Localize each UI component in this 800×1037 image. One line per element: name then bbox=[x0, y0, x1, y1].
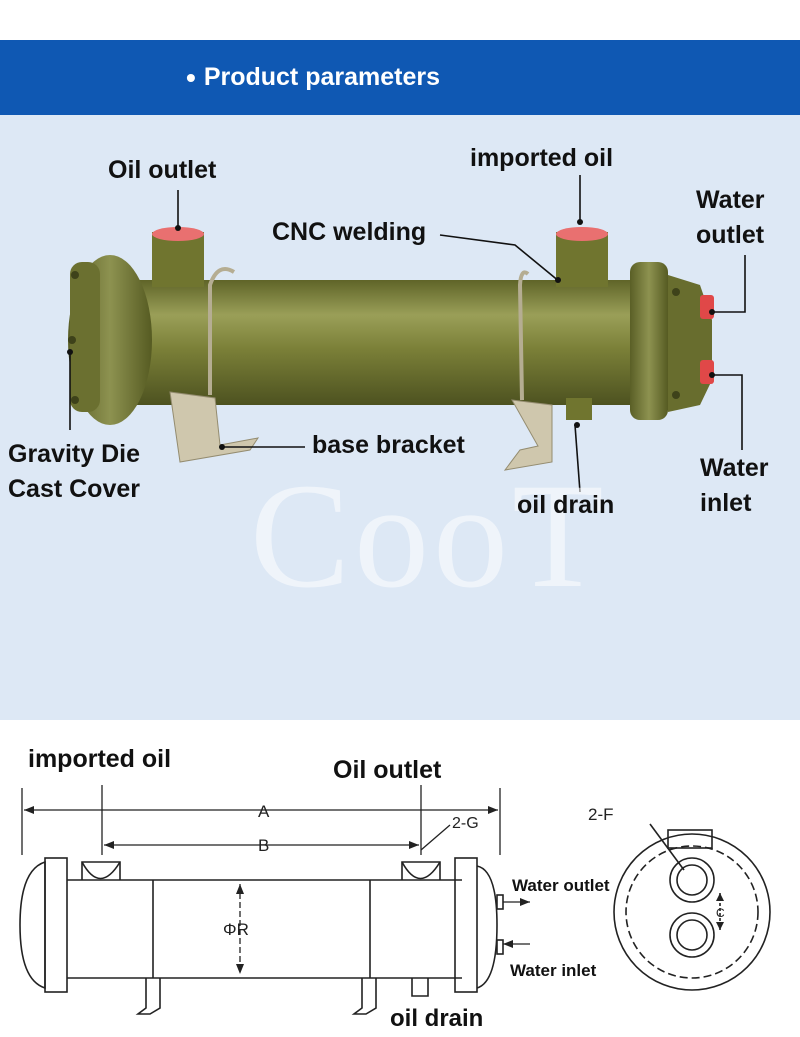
water-inlet-port bbox=[700, 360, 714, 384]
oil-drain-port bbox=[566, 398, 592, 420]
leader-lines bbox=[69, 175, 746, 493]
oil-cooler-illustration bbox=[67, 175, 746, 493]
end-view-arrows bbox=[716, 893, 724, 930]
right-base-bracket bbox=[503, 399, 553, 471]
drawing-label-water-outlet: Water outlet bbox=[512, 876, 610, 895]
oil-outlet-cap bbox=[152, 227, 204, 241]
label-gravity-die-cast-cover: Gravity Die Cast Cover bbox=[8, 440, 141, 503]
watermark: CooT bbox=[250, 453, 608, 619]
section-banner: • Product parameters bbox=[0, 40, 800, 115]
label-base-bracket: base bracket bbox=[312, 431, 465, 459]
label-imported-oil: imported oil bbox=[470, 144, 614, 172]
imported-oil-cap bbox=[556, 227, 608, 241]
drawing-label-imported-oil: imported oil bbox=[28, 745, 171, 773]
label-oil-outlet: Oil outlet bbox=[108, 156, 217, 184]
dimension-phi-r: ΦR bbox=[223, 920, 249, 939]
side-view bbox=[19, 857, 504, 1015]
oil-outlet-port bbox=[152, 232, 204, 287]
left-cover-rim bbox=[70, 262, 100, 412]
dimension-a: A bbox=[258, 802, 270, 821]
dimension-2f: 2-F bbox=[588, 805, 614, 824]
top-strip bbox=[0, 0, 800, 40]
drawing-label-water-inlet: Water inlet bbox=[510, 961, 597, 980]
left-clamp bbox=[208, 267, 236, 395]
right-clamp bbox=[517, 270, 530, 401]
dimension-2g: 2-G bbox=[452, 815, 479, 832]
left-base-bracket bbox=[169, 391, 260, 463]
banner-title: Product parameters bbox=[203, 63, 441, 91]
drawing-label-oil-drain: oil drain bbox=[390, 1005, 483, 1032]
technical-drawing: imported oil Oil outlet A B 2-G ΦR 2-F C… bbox=[19, 745, 771, 1032]
banner-bullet: • bbox=[186, 61, 196, 93]
leader-dots bbox=[67, 219, 715, 450]
dimension-b: B bbox=[258, 836, 269, 855]
imported-oil-port bbox=[556, 232, 608, 287]
label-water-outlet: Water outlet bbox=[696, 186, 765, 249]
cooler-body bbox=[105, 280, 645, 405]
technical-drawing-area: imported oil Oil outlet A B 2-G ΦR 2-F C… bbox=[0, 720, 800, 1037]
right-flange bbox=[630, 262, 668, 420]
drawing-label-oil-outlet: Oil outlet bbox=[333, 756, 442, 784]
end-view bbox=[613, 823, 771, 991]
label-water-inlet: Water inlet bbox=[700, 454, 769, 517]
label-cnc-welding: CNC welding bbox=[272, 218, 427, 246]
dimension-c: C bbox=[716, 906, 725, 920]
water-outlet-port bbox=[700, 295, 714, 319]
dimension-lines bbox=[21, 785, 530, 974]
product-photo-area: CooT Oil outlet imported oil CNC welding… bbox=[0, 115, 800, 715]
label-oil-drain: oil drain bbox=[517, 491, 615, 519]
dimension-arrows bbox=[24, 806, 530, 974]
